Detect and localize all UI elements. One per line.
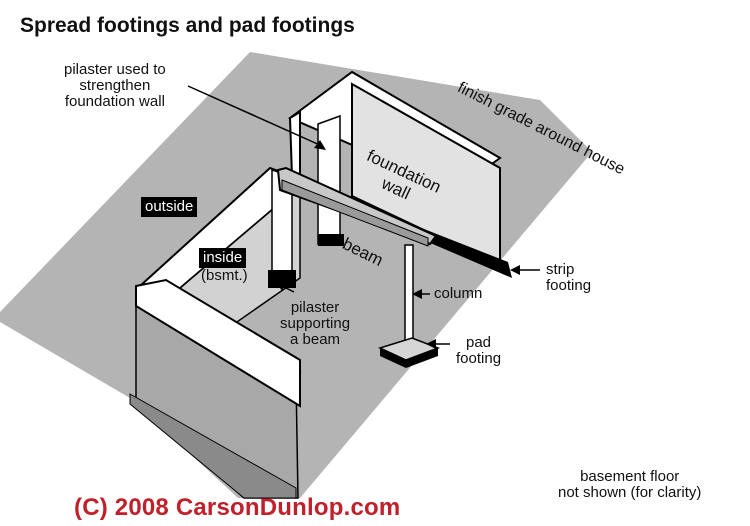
copyright-notice: (C) 2008 CarsonDunlop.com [74,494,401,521]
label-inside: inside [199,248,247,268]
leader-pilaster-wall [187,85,323,147]
beam-bottom-flange [281,179,429,247]
label-inside-sub: (bsmt.) [201,267,248,284]
label-basement-floor-line-2: not shown (for clarity) [558,484,702,501]
label-pilaster-wall-line-1: pilaster used to [64,61,166,78]
label-pilaster-beam-line-2: supporting [280,315,351,332]
label-pilaster-wall-line-2: strengthen [79,77,151,94]
arrow-pad-footing [426,339,436,349]
arrow-pilaster-wall [314,140,326,150]
label-pad-footing-line-1: pad [466,334,492,351]
label-strip-footing-line-1: strip [546,261,575,278]
pilaster-back-footing [318,234,344,246]
pilaster-beam-footing [268,270,296,288]
diagram-title: Spread footings and pad footings [20,14,355,37]
arrow-pilaster-beam [276,282,286,291]
pad-footing-side [380,348,438,368]
leader-pilaster-beam [281,285,295,293]
label-basement-floor: basement floor not shown (for clarity) [558,469,701,501]
front-wall-top-band [135,278,301,408]
arrow-column [412,289,422,299]
label-pilaster-beam-line-3: a beam [290,331,341,348]
label-pilaster-wall-line-3: foundation wall [64,93,165,110]
exterior-strip-footing [129,393,297,499]
label-outside: outside [141,197,198,217]
label-pilaster-wall: pilaster used to strengthen foundation w… [64,62,166,110]
column-shape [404,244,414,346]
arrow-strip-footing [510,265,520,275]
label-strip-footing-line-2: footing [546,277,592,294]
label-strip-footing: strip footing [546,262,591,294]
label-pilaster-beam-line-1: pilaster [290,299,340,316]
label-column: column [434,285,483,302]
label-pad-footing-line-2: footing [456,350,502,367]
label-pilaster-beam: pilaster supporting a beam [280,300,350,348]
pilaster-back [317,114,341,246]
label-pad-footing: pad footing [456,335,501,367]
label-basement-floor-line-1: basement floor [580,468,680,485]
